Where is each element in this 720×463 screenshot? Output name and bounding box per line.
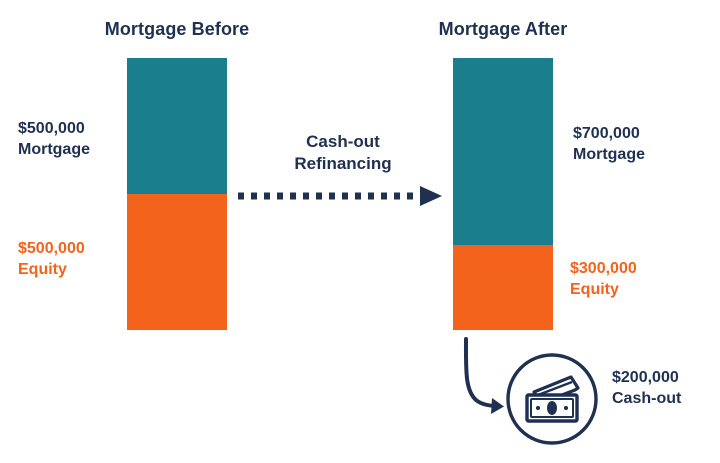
chart-heading-after: Mortgage After — [438, 19, 568, 39]
curved-down-right-arrow-icon — [463, 337, 504, 414]
transition-caption: Cash-out Refinancing — [248, 131, 438, 176]
label-after-equity-amount: $300,000 — [570, 260, 637, 277]
label-before-equity-amount: $500,000 — [18, 240, 85, 257]
label-before-equity-kind: Equity — [18, 261, 67, 279]
bar-segment-before-mortgage — [127, 58, 227, 194]
label-after-equity-kind: Equity — [570, 281, 619, 299]
label-before-mortgage: $500,000 Mortgage — [18, 118, 123, 160]
bar-segment-after-mortgage — [453, 58, 553, 245]
bar-segment-before-equity — [127, 194, 227, 330]
label-cashout-kind: Cash-out — [612, 390, 682, 408]
stacked-bar-after — [453, 58, 553, 330]
label-after-mortgage-kind: Mortgage — [573, 146, 645, 164]
label-after-mortgage-amount: $700,000 — [573, 125, 640, 142]
label-after-mortgage: $700,000 Mortgage — [573, 123, 698, 165]
stacked-bar-before — [127, 58, 227, 330]
transition-caption-line2: Refinancing — [294, 154, 392, 174]
transition-caption-line1: Cash-out — [306, 132, 380, 151]
label-cashout-amount: $200,000 — [612, 369, 679, 386]
cash-money-icon — [506, 353, 598, 445]
label-after-equity: $300,000 Equity — [570, 258, 698, 300]
label-before-equity: $500,000 Equity — [18, 238, 123, 280]
dotted-right-arrow-icon — [238, 186, 442, 206]
bar-segment-after-equity — [453, 245, 553, 330]
label-before-mortgage-amount: $500,000 — [18, 120, 85, 137]
label-cashout: $200,000 Cash-out — [612, 367, 718, 409]
label-before-mortgage-kind: Mortgage — [18, 141, 90, 159]
chart-heading-before: Mortgage Before — [104, 19, 250, 39]
